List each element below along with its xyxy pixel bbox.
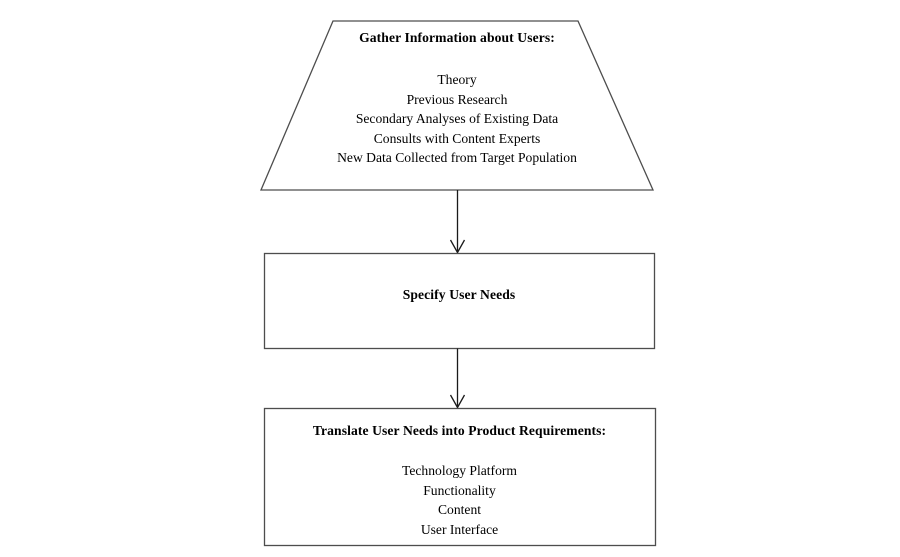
translate-user-needs-item: Technology Platform bbox=[402, 463, 517, 478]
gather-information-item: Secondary Analyses of Existing Data bbox=[355, 111, 559, 126]
node-gather-information[interactable] bbox=[261, 20, 654, 191]
specify-user-needs-title: Specify User Needs bbox=[402, 287, 516, 302]
gather-information-item: Previous Research bbox=[406, 91, 508, 107]
translate-user-needs-item: User Interface bbox=[420, 521, 499, 537]
translate-user-needs-title: Translate User Needs into Product Requir… bbox=[312, 423, 607, 438]
gather-information-item: Consults with Content Experts bbox=[373, 130, 541, 146]
gather-information-item: New Data Collected from Target Populatio… bbox=[337, 150, 577, 165]
node-translate-user-needs[interactable] bbox=[264, 408, 656, 546]
translate-user-needs-item: Functionality bbox=[423, 482, 496, 498]
translate-user-needs-item-list: Technology Platform Functionality Conten… bbox=[264, 461, 655, 539]
node-specify-user-needs[interactable] bbox=[264, 253, 655, 349]
connector-specify-to-translate[interactable] bbox=[445, 348, 471, 408]
connector-gather-to-specify[interactable] bbox=[445, 190, 471, 253]
gather-information-item: Theory bbox=[437, 72, 477, 87]
translate-user-needs-item: Content bbox=[437, 502, 482, 517]
gather-information-title: Gather Information about Users: bbox=[359, 30, 555, 45]
gather-information-item-list: Theory Previous Research Secondary Analy… bbox=[261, 70, 653, 168]
